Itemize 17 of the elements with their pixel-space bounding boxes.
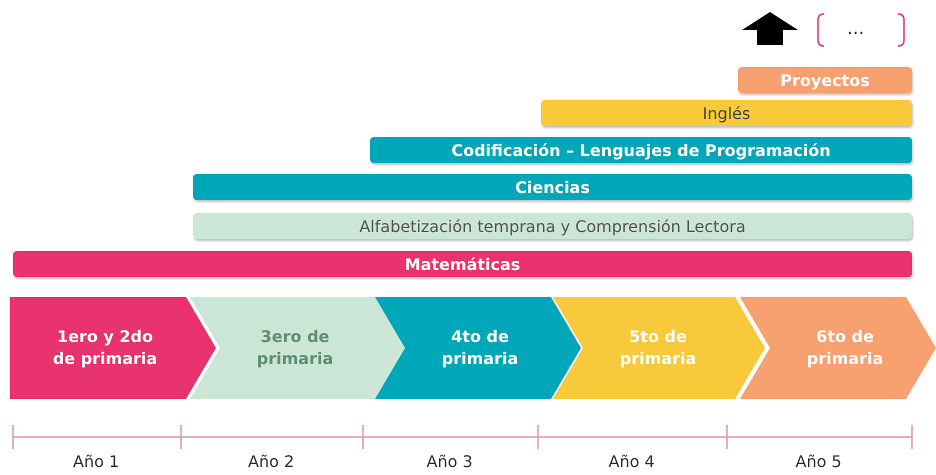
grade-label: 6to de primaria (806, 326, 884, 370)
year-label: Año 3 (426, 452, 473, 471)
grade-label: 4to de primaria (440, 326, 520, 370)
subject-bar: Inglés (541, 100, 912, 126)
subject-bar: Alfabetización temprana y Comprensión Lectora (193, 213, 912, 239)
grade-label: 3ero de primaria (256, 326, 334, 370)
subject-bar: Codificación – Lenguajes de Programación (370, 137, 912, 163)
ellipsis-text: ... (847, 18, 864, 39)
grade-label: 5to de primaria (618, 326, 698, 370)
year-label: Año 5 (796, 452, 842, 471)
subject-bar: Matemáticas (13, 251, 912, 277)
subject-bar: Ciencias (193, 174, 912, 200)
subject-bar: Proyectos (738, 67, 912, 93)
grade-label: 1ero y 2do de primaria (52, 326, 158, 370)
year-label: Año 2 (248, 452, 294, 471)
year-label: Año 4 (608, 452, 655, 471)
year-label: Año 1 (73, 452, 120, 471)
